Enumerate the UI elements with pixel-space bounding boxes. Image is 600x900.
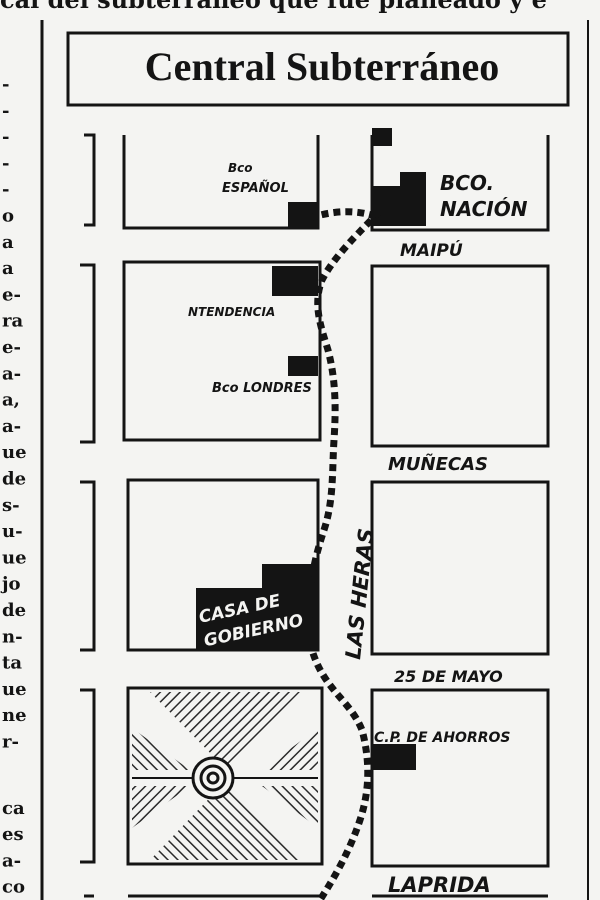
- left-column-fragment: a,: [2, 390, 20, 411]
- left-column-fragment: -: [2, 153, 9, 174]
- label-street-laprida: LAPRIDA: [388, 873, 491, 897]
- block-plaza: [126, 686, 324, 866]
- left-column-fragment: -: [2, 74, 9, 95]
- buildings: [196, 128, 426, 770]
- left-column-fragment: jo: [0, 574, 21, 595]
- subway-route: [305, 208, 382, 900]
- left-column-fragment: co: [2, 877, 25, 898]
- building-caja-ahorros: [372, 744, 416, 770]
- left-column-fragment: u-: [2, 521, 23, 542]
- plaza-hatching: [132, 692, 318, 860]
- left-column-fragment: n-: [2, 626, 23, 647]
- left-column-fragment: es: [2, 824, 24, 845]
- left-column-fragment: e-: [2, 337, 21, 358]
- building-intendencia: [272, 266, 318, 296]
- building-casa-gobierno: [196, 564, 318, 650]
- left-column-fragment: ra: [2, 311, 23, 332]
- left-column-fragment: -: [2, 100, 9, 121]
- building-bco-nacion: [372, 172, 426, 226]
- left-column-fragment: a-: [2, 850, 21, 871]
- header-fragment: cal del subterraneo que fue planeado y e: [0, 0, 547, 14]
- left-column-fragment: -: [2, 127, 9, 148]
- left-column-fragment: de: [2, 600, 26, 621]
- label-street-munecas: MUÑECAS: [388, 452, 488, 475]
- left-column-fragment: ta: [2, 653, 22, 674]
- left-column-fragment: ue: [2, 442, 27, 463]
- plaza-monument-icon: [191, 756, 235, 800]
- title-box: [66, 31, 570, 107]
- left-column-fragment: a: [2, 258, 14, 279]
- left-column-fragment: s-: [2, 495, 20, 516]
- left-column-text: -----oaae-rae-a-a,a-uedes-u-uejoden-taue…: [0, 74, 27, 898]
- label-bco-espanol-2: ESPAÑOL: [222, 180, 289, 196]
- left-column-fragment: de: [2, 469, 26, 490]
- block-right-3: [370, 480, 550, 656]
- left-column-fragment: a: [2, 232, 14, 253]
- label-caja-ahorros: C.P. DE AHORROS: [374, 730, 511, 746]
- block-nacion: [370, 135, 550, 232]
- left-column-fragment: a-: [2, 363, 21, 384]
- label-bco-espanol-1: Bco: [228, 161, 253, 175]
- city-blocks: [122, 135, 550, 898]
- map-title: Central Subterráneo: [145, 44, 499, 89]
- label-intendencia: NTENDENCIA: [188, 305, 275, 319]
- label-bco-nacion-2: NACIÓN: [440, 197, 528, 221]
- block-ahorros: [370, 688, 550, 868]
- left-column-fragment: e-: [2, 284, 21, 305]
- left-column-fragment: ca: [2, 798, 25, 819]
- street-edges: [80, 133, 96, 898]
- block-right-2: [370, 264, 550, 448]
- label-bco-nacion-1: BCO.: [440, 171, 494, 195]
- left-column-fragment: ne: [2, 705, 27, 726]
- left-column-fragment: ue: [2, 679, 27, 700]
- left-column-fragment: a-: [2, 416, 21, 437]
- left-column-fragment: r-: [2, 732, 19, 753]
- label-street-25-de-mayo: 25 DE MAYO: [394, 667, 503, 686]
- left-column-fragment: ue: [2, 547, 27, 568]
- block-espanol: [122, 135, 320, 230]
- label-street-maipu: MAIPÚ: [400, 239, 463, 261]
- left-column-fragment: o: [2, 206, 14, 227]
- building-bco-londres: [288, 356, 318, 376]
- block-intendencia: [122, 260, 322, 442]
- left-column-fragment: -: [2, 179, 9, 200]
- label-bco-londres: Bco LONDRES: [212, 381, 312, 396]
